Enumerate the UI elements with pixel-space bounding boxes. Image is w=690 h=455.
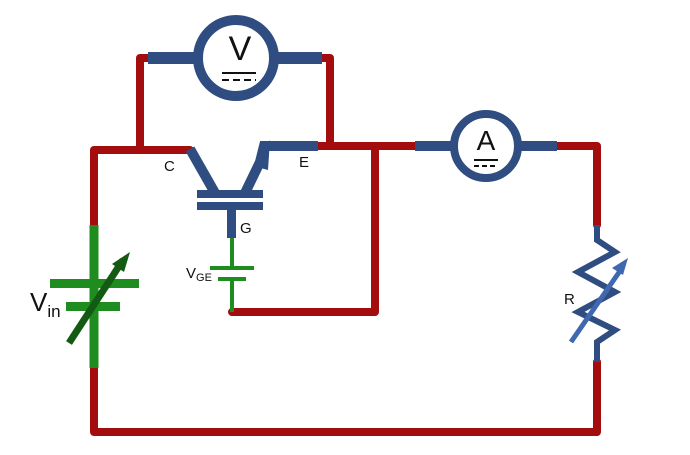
wire-left-bottom (90, 358, 601, 436)
vin-arrow-head-icon (112, 252, 130, 272)
resistor-arrow-icon (568, 266, 625, 344)
emitter-label: E (299, 154, 309, 171)
wire-right-top (553, 142, 601, 229)
igbt (185, 140, 318, 238)
variable-resistor (568, 225, 628, 362)
wire-emitter-return (228, 142, 379, 316)
wire-voltmeter-left (136, 54, 152, 154)
wire-left-top (90, 146, 194, 229)
gate-bar (197, 202, 263, 210)
collector-lead (185, 146, 220, 196)
wires (90, 54, 601, 436)
collector-label: C (164, 158, 175, 175)
gate-lead (227, 210, 236, 238)
vin-source (50, 225, 139, 368)
emitter-arrow-icon (253, 140, 270, 170)
wire-voltmeter-right (318, 54, 334, 150)
variable-arrow-icon (66, 258, 126, 345)
channel-bar (197, 190, 263, 198)
resistor-label: R (564, 291, 575, 308)
gate-label: G (240, 220, 252, 237)
vge-source (210, 238, 254, 312)
vge-label: VGE (186, 265, 212, 284)
ammeter-label: A (477, 125, 496, 156)
vin-label: Vin (30, 287, 61, 321)
voltmeter: V (148, 15, 322, 101)
ammeter: A (415, 110, 557, 182)
voltmeter-label: V (229, 30, 252, 68)
